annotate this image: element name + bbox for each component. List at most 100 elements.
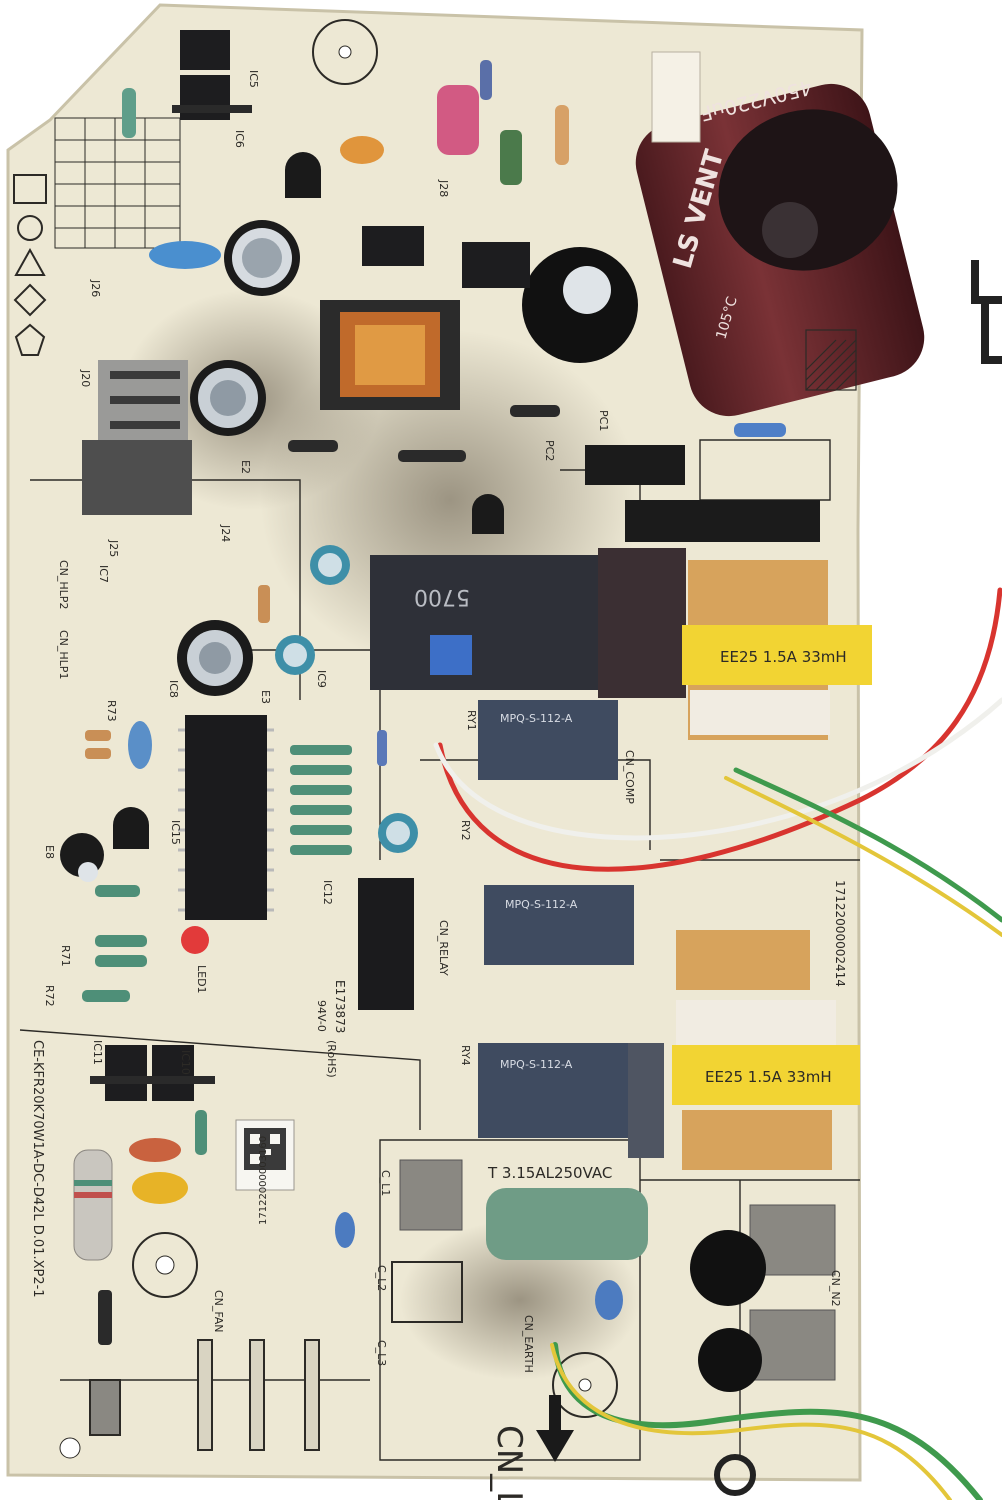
ceramic-capacitor: [132, 1172, 188, 1204]
microcontroller: [178, 715, 274, 920]
resistor-array: [82, 585, 387, 1155]
silk-cn-n2: CN_N2: [829, 1270, 842, 1307]
main-capacitor: [635, 83, 925, 417]
relay-mid-label: MPQ-S-112-A: [505, 898, 578, 911]
resistors-top: [122, 60, 569, 185]
relay-ry4: [478, 1043, 664, 1158]
silk-ic12: IC12: [321, 880, 334, 905]
diode: [510, 405, 560, 417]
silk-j20: J20: [79, 369, 92, 387]
connector-white: [651, 51, 701, 143]
silk-ic9: IC9: [315, 670, 328, 688]
power-resistor: [73, 1149, 113, 1261]
symbol-column: [13, 174, 47, 356]
ceramic-capacitor: [129, 1138, 181, 1162]
silk-cl3: C_L3: [375, 1340, 388, 1366]
diode: [288, 440, 338, 452]
ic-driver: [462, 242, 530, 288]
varistor: [690, 1230, 766, 1306]
film-capacitor: [437, 85, 479, 155]
hatched-keepout: [805, 329, 857, 391]
silk-cn-comp: CN_COMP: [623, 750, 636, 804]
board-serial: 17122000002414: [833, 880, 847, 987]
silk-r72: R72: [43, 985, 56, 1007]
spade-terminals: [391, 1159, 836, 1381]
silk-pc2: PC2: [543, 440, 556, 461]
silk-r71: R71: [59, 945, 72, 967]
relay-ry1: [478, 700, 618, 780]
silk-cl2: C_L2: [375, 1265, 388, 1291]
ceramic-capacitor: [149, 241, 221, 269]
choke-bottom-label: EE25 1.5A 33mH: [705, 1068, 832, 1086]
ic10-ic11-optos: [90, 1045, 215, 1101]
silk-cl1: C_L1: [379, 1170, 392, 1196]
triac: [585, 445, 685, 485]
diode: [98, 1290, 112, 1345]
relay-ry2: [484, 885, 634, 965]
ic-pwm: [362, 226, 424, 266]
ring-terminal: [714, 1454, 756, 1496]
silk-ic6: IC6: [233, 130, 246, 148]
config-table: [54, 117, 181, 249]
silk-cn-hlp2: CN_HLP2: [57, 560, 70, 609]
qr-label: [235, 1119, 295, 1191]
ring-terminal: [971, 260, 1002, 364]
silk-j24: J24: [219, 524, 232, 542]
silk-j25: J25: [107, 539, 120, 557]
ic12-driver: [358, 878, 414, 1010]
silk-ic15: IC15: [169, 820, 182, 845]
silk-cn-relay: CN_RELAY: [437, 920, 450, 976]
relay-top-label: MPQ-S-112-A: [500, 712, 573, 725]
silk-ry2: RY2: [459, 820, 472, 841]
silk-e2: E2: [239, 460, 252, 474]
resistor-blue: [335, 1212, 355, 1248]
electrolytic-capacitors: [60, 220, 638, 882]
fuse: [486, 1188, 648, 1260]
fuse-label: T 3.15AL250VAC: [487, 1164, 612, 1182]
led-indicator: [181, 926, 209, 954]
resistor-blue: [734, 423, 786, 437]
silk-pc1: PC1: [597, 410, 610, 431]
earth-arrow-icon: [536, 1395, 574, 1462]
gas-discharge-tube: [595, 1280, 623, 1320]
board-id: E173873: [333, 980, 347, 1033]
choke-top-label: EE25 1.5A 33mH: [720, 648, 847, 666]
silk-ry4: RY4: [459, 1045, 472, 1066]
transistors: [113, 152, 504, 849]
heatsink: [82, 360, 192, 515]
silk-j26: J26: [89, 279, 102, 297]
silk-cn-earth: CN_EARTH: [522, 1315, 535, 1373]
connector-wires: [433, 587, 1002, 1500]
board-model-code: CE-KFR20K70W1A-DC-D42L D.01.XP2-1: [30, 1040, 45, 1298]
ceramic-capacitor: [128, 721, 152, 769]
silk-ic11: IC11: [91, 1040, 104, 1065]
diode: [398, 450, 466, 462]
silk-cn-hlp1: CN_HLP1: [57, 630, 70, 679]
silk-e8: E8: [43, 845, 56, 859]
silk-cn-fan: CN_FAN: [212, 1290, 225, 1332]
bridge-rectifier: [625, 500, 820, 542]
silk-ry1: RY1: [465, 710, 478, 731]
relay-big-label: 5700: [414, 584, 470, 609]
ceramic-capacitor: [340, 136, 384, 164]
bottom-connector-pads: [89, 1339, 320, 1451]
silk-e3: E3: [259, 690, 272, 704]
choke-bottom: [672, 930, 860, 1170]
ic5-optocoupler: [172, 30, 252, 120]
rohs-mark: (RoHS): [325, 1040, 338, 1078]
silk-j28: J28: [437, 179, 450, 197]
mounting-holes: [59, 19, 618, 1459]
silk-cn-l: CN_L: [489, 1425, 529, 1500]
silk-led1: LED1: [195, 965, 208, 994]
rating-mark: 94V-0: [315, 1000, 328, 1032]
qr-serial: 17122000003160: [258, 1136, 269, 1225]
smps-transformer: [320, 300, 460, 410]
silk-ic7: IC7: [97, 565, 110, 583]
silk-ic5: IC5: [247, 70, 260, 88]
varistor: [698, 1328, 762, 1392]
silk-r73: R73: [105, 700, 118, 722]
relay-bot-label: MPQ-S-112-A: [500, 1058, 573, 1071]
silk-ic10: IC10: [179, 1050, 192, 1075]
